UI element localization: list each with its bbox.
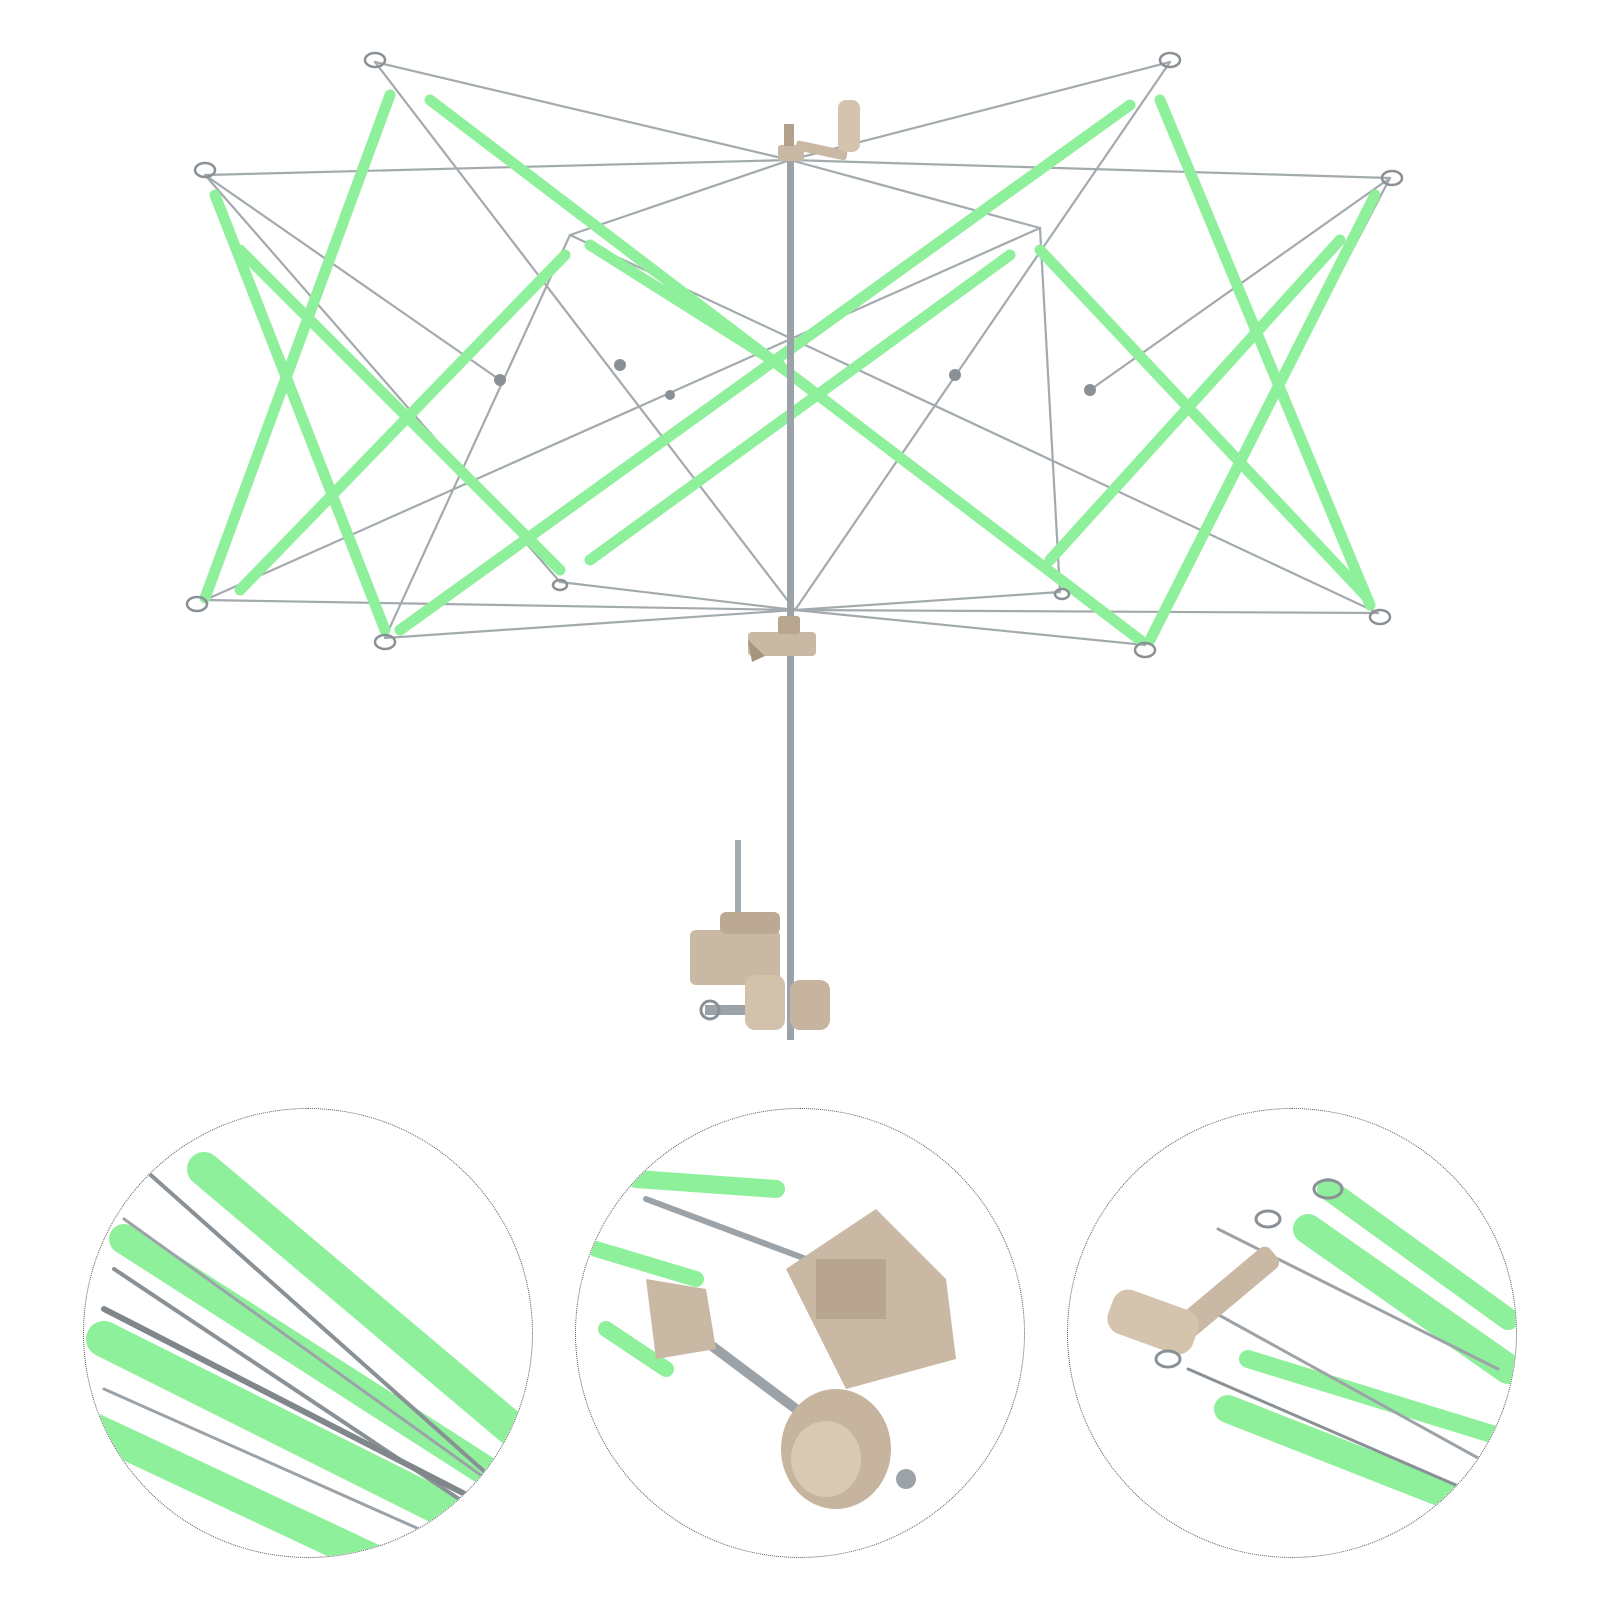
hand-crank-closeup (1107, 1178, 1516, 1533)
detail-table-clamp (575, 1108, 1025, 1558)
table-clamp (690, 840, 830, 1030)
yarn-swift-main-view (185, 51, 1404, 1040)
folded-arms-closeup (84, 1152, 532, 1557)
sliding-collar (748, 616, 816, 662)
hinge-joints (494, 359, 1096, 400)
green-arm-sleeves (199, 89, 1381, 646)
detail-folded-arms (83, 1108, 533, 1558)
table-clamp-closeup (588, 1170, 956, 1509)
detail-hand-crank (1067, 1108, 1517, 1558)
end-hooks (185, 51, 1404, 659)
top-crank-hub (778, 100, 860, 161)
center-pole (787, 140, 794, 1040)
